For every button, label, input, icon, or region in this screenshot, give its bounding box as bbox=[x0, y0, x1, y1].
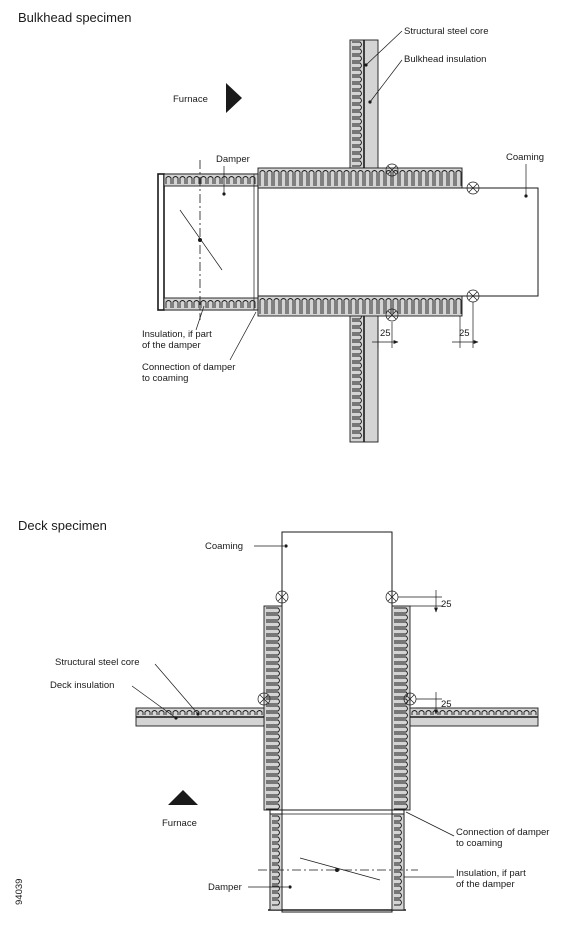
deck-damper-label: Damper bbox=[208, 882, 242, 893]
leader-structural-core bbox=[365, 30, 403, 66]
bulkhead-furnace-label: Furnace bbox=[173, 94, 208, 105]
deck-specimen: Deck specimen bbox=[14, 518, 549, 913]
bulkhead-coaming bbox=[257, 187, 539, 297]
deck-dimension-2: 25 bbox=[416, 692, 452, 715]
bulkhead-dimension-1: 25 bbox=[372, 320, 399, 348]
deck-connection-note-1: Connection of damper bbox=[456, 827, 549, 838]
deck-coaming-insulation-right bbox=[391, 605, 411, 811]
bulkhead-dimension-2: 25 bbox=[452, 302, 479, 348]
thermocouple-marks bbox=[385, 163, 480, 322]
duct-insulation-bottom bbox=[257, 295, 463, 317]
deck-leader-connection bbox=[405, 811, 455, 837]
deck-coaming-insulation-left bbox=[263, 605, 283, 811]
bulkhead-coaming-label: Coaming bbox=[506, 152, 544, 163]
dim-25-a: 25 bbox=[380, 328, 391, 339]
deck-dim-25-a: 25 bbox=[441, 599, 452, 610]
dim-25-b: 25 bbox=[459, 328, 470, 339]
bulkhead-insulation-note-1: Insulation, if part bbox=[142, 329, 212, 340]
bulkhead-insulation-bottom bbox=[349, 311, 379, 443]
figure-number: 94039 bbox=[14, 879, 25, 905]
deck-leader-core bbox=[154, 663, 199, 715]
deck-connection-note-2: to coaming bbox=[456, 838, 502, 849]
deck-furnace-label: Furnace bbox=[162, 818, 197, 829]
deck-dim-25-b: 25 bbox=[441, 699, 452, 710]
bulkhead-damper bbox=[157, 160, 259, 320]
deck-insulation-note-1: Insulation, if part bbox=[456, 868, 526, 879]
bulkhead-connection-note-2: to coaming bbox=[142, 373, 188, 384]
leader-connection bbox=[229, 311, 257, 361]
bulkhead-connection-note-1: Connection of damper bbox=[142, 362, 235, 373]
deck-damper bbox=[258, 809, 418, 911]
leader-insulation bbox=[195, 305, 205, 331]
furnace-arrow bbox=[226, 83, 242, 113]
bulkhead-specimen: Bulkhead specimen bbox=[18, 10, 544, 443]
deck-coaming-label: Coaming bbox=[205, 541, 243, 552]
deck-leader-insulation bbox=[131, 685, 177, 719]
duct-insulation-top bbox=[257, 167, 463, 189]
bulkhead-insulation-top bbox=[349, 39, 379, 171]
deck-furnace-arrow bbox=[168, 790, 198, 805]
deck-coaming bbox=[281, 531, 393, 913]
bulkhead-structural-core-label: Structural steel core bbox=[404, 26, 488, 37]
deck-insulation-note-2: of the damper bbox=[456, 879, 515, 890]
deck-structural-core-label: Structural steel core bbox=[55, 657, 139, 668]
deck-insulation-label: Deck insulation bbox=[50, 680, 114, 691]
deck-dimension-1: 25 bbox=[398, 590, 452, 613]
bulkhead-damper-label: Damper bbox=[216, 154, 250, 165]
bulkhead-title: Bulkhead specimen bbox=[18, 10, 131, 25]
leader-bulkhead-insulation bbox=[369, 59, 403, 103]
deck-insulation-right bbox=[409, 707, 539, 727]
bulkhead-insulation-note-2: of the damper bbox=[142, 340, 201, 351]
deck-insulation-left bbox=[135, 707, 265, 727]
deck-title: Deck specimen bbox=[18, 518, 107, 533]
bulkhead-insulation-label: Bulkhead insulation bbox=[404, 54, 486, 65]
